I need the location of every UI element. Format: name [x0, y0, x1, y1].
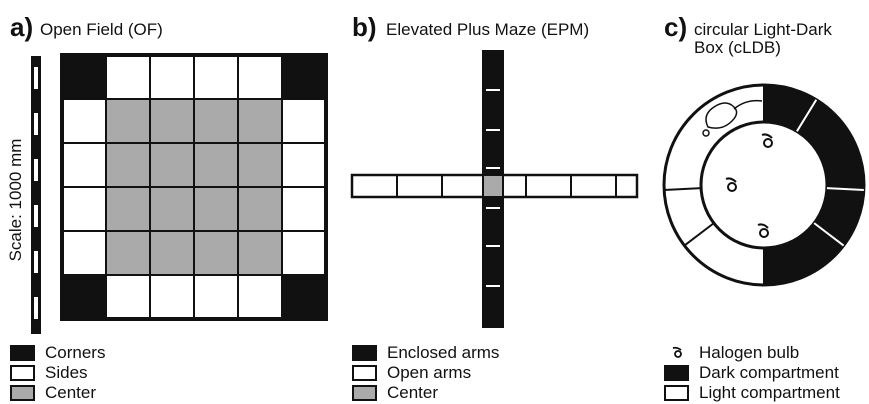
legend-b-enclosed-label: Enclosed arms	[387, 344, 499, 362]
of-center-cell	[238, 143, 282, 187]
of-side-cell	[62, 231, 106, 275]
light-dark-box	[660, 75, 869, 325]
of-side-cell	[62, 99, 106, 143]
scale-tick	[34, 297, 38, 319]
scale-bar-frame	[31, 56, 41, 334]
legend-c-dark-label: Dark compartment	[699, 364, 839, 382]
of-side-cell	[282, 187, 326, 231]
of-center-cell	[150, 187, 194, 231]
legend-c-light-label: Light compartment	[699, 384, 840, 402]
of-center-cell	[238, 99, 282, 143]
of-center-cell	[106, 187, 150, 231]
of-center-cell	[238, 231, 282, 275]
panel-a-letter: a)	[10, 14, 33, 40]
of-corner-cell	[62, 275, 106, 319]
of-side-cell	[282, 99, 326, 143]
of-center-cell	[194, 187, 238, 231]
of-corner-cell	[62, 55, 106, 99]
legend-a-sides: Sides	[10, 364, 88, 382]
of-side-cell	[194, 275, 238, 319]
panel-c-letter: c)	[664, 14, 687, 40]
of-side-cell	[62, 187, 106, 231]
legend-a-sides-label: Sides	[45, 364, 88, 382]
of-center-cell	[150, 143, 194, 187]
open-arms-swatch	[352, 365, 377, 381]
of-center-cell	[238, 187, 282, 231]
corners-swatch	[10, 345, 35, 361]
dark-compartment-swatch	[664, 365, 689, 381]
epm-center	[484, 176, 502, 196]
of-side-cell	[194, 55, 238, 99]
of-side-cell	[106, 275, 150, 319]
center-swatch	[10, 385, 35, 401]
of-side-cell	[282, 231, 326, 275]
of-center-cell	[194, 231, 238, 275]
of-corner-cell	[282, 275, 326, 319]
legend-c-light: Light compartment	[664, 384, 840, 402]
light-compartment-swatch	[664, 385, 689, 401]
scale-tick	[34, 251, 38, 273]
legend-b-open-label: Open arms	[387, 364, 471, 382]
of-center-cell	[106, 99, 150, 143]
scale-tick	[34, 113, 38, 135]
legend-b-center-label: Center	[387, 384, 438, 402]
of-center-cell	[194, 99, 238, 143]
of-side-cell	[238, 275, 282, 319]
of-side-cell	[106, 55, 150, 99]
scale-tick	[34, 67, 38, 89]
legend-a-center-label: Center	[45, 384, 96, 402]
halogen-bulb-icon	[664, 345, 689, 361]
panel-c-title-line2: Box (cLDB)	[694, 39, 781, 57]
legend-b-center: Center	[352, 384, 438, 402]
enclosed-arms-swatch	[352, 345, 377, 361]
panel-c-title-line1: circular Light-Dark	[694, 21, 832, 39]
panel-a-title: Open Field (OF)	[40, 21, 163, 39]
of-side-cell	[238, 55, 282, 99]
legend-a-corners: Corners	[10, 344, 105, 362]
panel-b-title: Elevated Plus Maze (EPM)	[386, 21, 589, 39]
legend-a-corners-label: Corners	[45, 344, 105, 362]
legend-c-dark: Dark compartment	[664, 364, 839, 382]
of-side-cell	[150, 55, 194, 99]
legend-b-enclosed: Enclosed arms	[352, 344, 499, 362]
legend-b-open: Open arms	[352, 364, 471, 382]
of-center-cell	[106, 143, 150, 187]
scale-tick	[34, 159, 38, 181]
open-field-arena	[62, 55, 326, 319]
scale-bar	[30, 55, 42, 335]
legend-a-center: Center	[10, 384, 96, 402]
of-center-cell	[150, 99, 194, 143]
scale-tick	[34, 205, 38, 227]
of-center-cell	[106, 231, 150, 275]
scale-label: Scale: 1000 mm	[6, 140, 26, 260]
of-side-cell	[282, 143, 326, 187]
plus-maze	[350, 50, 640, 330]
legend-c-bulb: Halogen bulb	[664, 344, 799, 362]
panel-b-letter: b)	[352, 14, 377, 40]
legend-c-bulb-label: Halogen bulb	[699, 344, 799, 362]
sides-swatch	[10, 365, 35, 381]
of-center-cell	[194, 143, 238, 187]
of-side-cell	[62, 143, 106, 187]
epm-center-swatch	[352, 385, 377, 401]
of-center-cell	[150, 231, 194, 275]
of-corner-cell	[282, 55, 326, 99]
of-side-cell	[150, 275, 194, 319]
